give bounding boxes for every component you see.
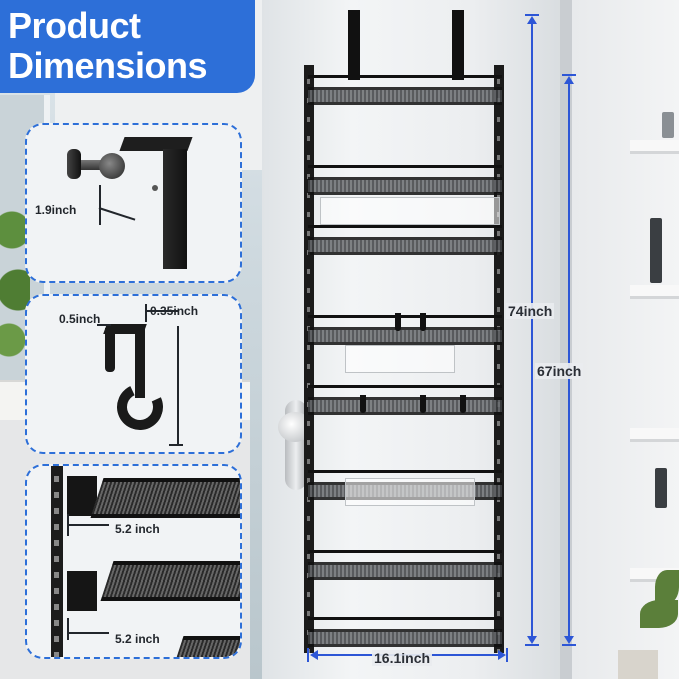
arrow-down-icon xyxy=(527,636,537,644)
measure-line xyxy=(98,207,136,221)
mini-basket xyxy=(170,636,240,657)
detail-panel-bracket: 1.9inch xyxy=(25,123,242,283)
rack-upright-right xyxy=(494,65,504,653)
measure-line xyxy=(145,310,179,312)
screw-head xyxy=(67,149,81,179)
s-hook xyxy=(103,324,175,444)
mini-rack-post xyxy=(51,466,63,657)
rack-basket xyxy=(308,315,502,345)
door-hanger xyxy=(452,10,464,80)
rack-basket xyxy=(308,165,502,195)
pantry-jar xyxy=(650,218,662,283)
width-label: 16.1inch xyxy=(372,650,433,666)
screw-knob xyxy=(99,153,125,179)
height-outer-line xyxy=(531,22,533,640)
rack-upright-left xyxy=(304,65,314,653)
height-inner-label: 67inch xyxy=(535,363,584,379)
measure-line xyxy=(97,324,111,326)
dimension-cap xyxy=(525,644,539,646)
height-inner-line xyxy=(568,82,570,640)
shelf-gap-label-2: 5.2 inch xyxy=(115,632,160,646)
bracket-depth-label: 1.9inch xyxy=(35,203,77,217)
height-outer-label: 74inch xyxy=(506,303,555,319)
hook-width-label: 0.5inch xyxy=(59,312,101,326)
title-line-2: Dimensions xyxy=(8,45,208,86)
door-edge xyxy=(560,0,572,679)
plant-pot xyxy=(618,650,658,679)
rack-label-card xyxy=(345,345,455,373)
mini-basket xyxy=(90,478,240,518)
rack-hook xyxy=(395,313,401,331)
pantry-wall xyxy=(572,0,679,679)
dimension-cap xyxy=(525,14,539,16)
rack-hook xyxy=(420,313,426,331)
dimension-cap xyxy=(562,644,576,646)
rack-label-card xyxy=(320,197,500,225)
title-line-1: Product xyxy=(8,5,141,46)
pantry-shelf xyxy=(630,428,679,442)
rack-label-card xyxy=(345,478,475,506)
arrow-right-icon xyxy=(498,650,506,660)
detail-panel-shelf-spacing: 5.2 inch 5.2 inch xyxy=(25,464,242,659)
mini-basket-side xyxy=(67,571,97,611)
pantry-jar xyxy=(662,112,674,138)
hook-thickness-label: 0.35inch xyxy=(150,304,199,318)
dimension-cap xyxy=(307,648,309,662)
measure-line xyxy=(99,185,101,225)
door-rack xyxy=(300,10,510,653)
rack-hook xyxy=(420,395,426,413)
plant-leaf xyxy=(655,570,679,604)
dimension-cap xyxy=(562,74,576,76)
rack-basket xyxy=(308,617,502,647)
measure-line xyxy=(169,444,183,446)
rack-basket xyxy=(308,225,502,255)
pantry-shelf xyxy=(630,285,679,299)
rack-basket xyxy=(308,550,502,580)
measure-line xyxy=(69,632,109,634)
rack-hook xyxy=(460,395,466,413)
pantry-shelf xyxy=(630,140,679,154)
mini-basket xyxy=(100,561,240,601)
measure-line xyxy=(69,524,109,526)
arrow-left-icon xyxy=(310,650,318,660)
shelf-gap-label-1: 5.2 inch xyxy=(115,522,160,536)
arrow-down-icon xyxy=(564,636,574,644)
rack-hook xyxy=(360,395,366,413)
measure-line xyxy=(67,618,69,640)
measure-line xyxy=(67,514,69,536)
detail-panel-hook: 0.5inch 0.35inch xyxy=(25,294,242,454)
measure-line xyxy=(177,326,179,446)
dimension-cap xyxy=(506,648,508,662)
pantry-jar xyxy=(655,468,667,508)
bracket-arm xyxy=(163,149,187,269)
arrow-up-icon xyxy=(564,76,574,84)
rack-basket xyxy=(308,385,502,415)
title-badge: Product Dimensions xyxy=(0,0,255,93)
arrow-up-icon xyxy=(527,16,537,24)
door-hanger xyxy=(348,10,360,80)
rack-basket xyxy=(308,75,502,105)
measure-line xyxy=(145,304,147,322)
plant-leaf xyxy=(640,600,678,628)
bracket-hole xyxy=(152,185,158,191)
